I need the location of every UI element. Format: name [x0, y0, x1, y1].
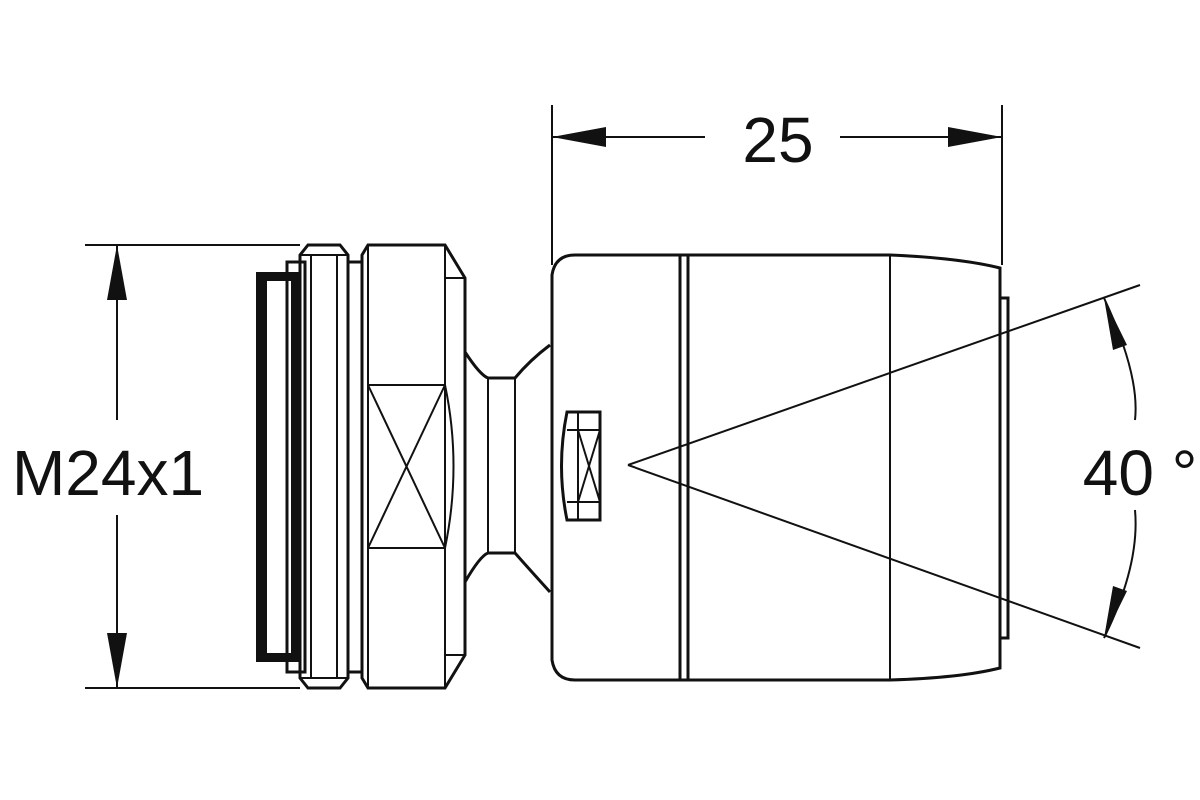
spray-cone-line-upper	[627, 284, 1141, 466]
hex-nut	[360, 243, 467, 690]
thread-dimension: M24x1	[12, 244, 300, 689]
small-flat	[560, 410, 602, 522]
thread-arrow-top	[107, 245, 127, 300]
angle-arrow-lower	[1104, 586, 1127, 638]
spray-cone-line-lower	[627, 464, 1141, 649]
spray-angle-dimension: 40 °	[627, 284, 1198, 649]
angle-arrow-upper	[1104, 298, 1127, 350]
threaded-connector	[256, 243, 364, 690]
thread-label: M24x1	[12, 437, 204, 509]
angle-label: 40 °	[1083, 437, 1198, 509]
spray-head-body	[550, 253, 1002, 682]
length-arrow-right	[948, 127, 1002, 147]
length-dimension: 25	[551, 104, 1003, 265]
spray-head	[550, 253, 1010, 682]
collar	[298, 243, 350, 690]
hex-nut-body	[360, 243, 467, 690]
wrench-flat-cross-2	[367, 384, 446, 549]
length-arrow-left	[552, 127, 606, 147]
thread-arrow-bottom	[107, 633, 127, 688]
length-label: 25	[742, 104, 813, 176]
collar-step	[348, 260, 364, 674]
outlet-face	[1000, 296, 1010, 640]
ball-joint-neck	[463, 343, 552, 594]
